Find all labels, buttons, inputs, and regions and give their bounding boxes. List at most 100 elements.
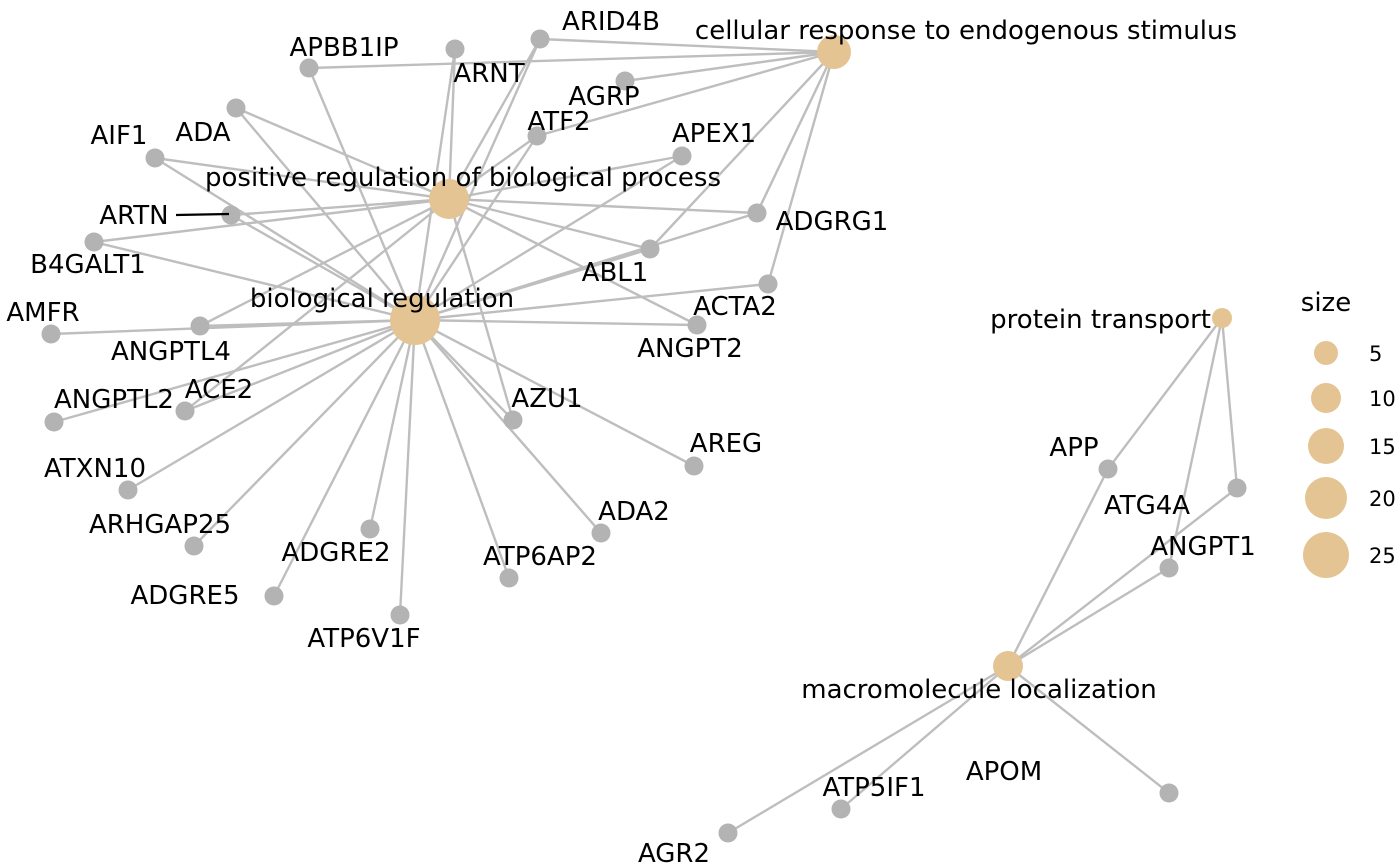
gene-node-abl1[interactable] <box>640 239 660 259</box>
edge-cres-arid4b <box>538 37 836 54</box>
legend-label-5: 5 <box>1369 342 1382 366</box>
edge-biol-atp6v1f <box>398 318 417 617</box>
gene-node-agrp[interactable] <box>615 71 635 91</box>
edge-biol-artn <box>229 213 417 322</box>
category-label-macromolecule-localization: macromolecule localization <box>801 675 1156 705</box>
gene-label-artn: ARTN <box>99 201 168 231</box>
edge-biol-aif1 <box>153 156 417 322</box>
edge-biol-b4galt1 <box>92 240 417 322</box>
gene-label-app: APP <box>1049 433 1098 463</box>
edge-biol-apbb1ip <box>307 66 417 322</box>
edge-mloc-agr2 <box>726 664 1010 835</box>
edge-biol-arid4b <box>413 37 542 322</box>
edge-prbp-apex1 <box>447 154 684 201</box>
edge-prbp-b4galt1 <box>92 197 451 244</box>
edge-biol-apex1 <box>413 154 684 322</box>
edge-prbp-azu1 <box>447 197 515 422</box>
gene-node-agr2[interactable] <box>718 823 738 843</box>
gene-node-atf2[interactable] <box>527 126 547 146</box>
gene-label-agrp: AGRP <box>568 82 639 112</box>
gene-node-amfr[interactable] <box>41 324 61 344</box>
gene-node-apbb1ip[interactable] <box>299 58 319 78</box>
gene-label-arid4b: ARID4B <box>562 7 660 37</box>
gene-label-adgrg1: ADGRG1 <box>776 207 889 237</box>
edge-mloc-atg4a <box>1006 486 1239 668</box>
gene-node-apex1[interactable] <box>672 146 692 166</box>
edge-ptra-app <box>1106 316 1224 471</box>
gene-node-acta2[interactable] <box>758 274 778 294</box>
legend-label-20: 20 <box>1369 487 1396 511</box>
edge-prbp-aif1 <box>153 156 451 201</box>
gene-node-atp5if1[interactable] <box>831 799 851 819</box>
edge-prbp-abl1 <box>447 197 652 251</box>
edge-biol-acta2 <box>413 282 770 322</box>
edge-biol-adgre2 <box>368 318 417 531</box>
edge-biol-angptl4 <box>198 318 417 328</box>
category-node-macromolecule-localization[interactable] <box>993 651 1023 681</box>
gene-label-atp6v1f: ATP6V1F <box>307 624 420 654</box>
gene-node-atp6ap2[interactable] <box>499 568 519 588</box>
gene-node-apom[interactable] <box>1159 783 1179 803</box>
gene-label-b4galt1: B4GALT1 <box>30 250 146 280</box>
gene-node-atg4a[interactable] <box>1227 478 1247 498</box>
edge-prbp-arid4b <box>447 37 542 201</box>
gene-label-angpt2: ANGPT2 <box>637 334 743 364</box>
gene-label-angptl4: ANGPTL4 <box>111 337 231 367</box>
gene-node-angptl4[interactable] <box>190 316 210 336</box>
gene-node-ace2[interactable] <box>175 401 195 421</box>
gene-node-adgre5[interactable] <box>264 586 284 606</box>
edge-prbp-angpt2 <box>447 197 699 327</box>
edge-cres-adgrg1 <box>755 50 836 215</box>
edge-mloc-angpt1 <box>1006 566 1171 668</box>
edge-biol-ace2 <box>183 318 417 413</box>
gene-node-arhgap25[interactable] <box>184 536 204 556</box>
category-node-positive-regulation-of-biological-process[interactable] <box>429 179 469 219</box>
gene-node-azu1[interactable] <box>503 410 523 430</box>
category-label-protein-transport: protein transport <box>990 305 1211 335</box>
gene-label-areg: AREG <box>690 429 762 459</box>
gene-node-app[interactable] <box>1098 459 1118 479</box>
gene-node-artn[interactable] <box>221 205 241 225</box>
gene-node-areg[interactable] <box>684 456 704 476</box>
edge-ptra-atg4a <box>1220 316 1239 490</box>
legend-label-15: 15 <box>1369 435 1396 459</box>
gene-label-acta2: ACTA2 <box>693 292 777 322</box>
gene-node-angptl2[interactable] <box>44 412 64 432</box>
category-node-protein-transport[interactable] <box>1212 308 1232 328</box>
network-edges <box>49 37 1239 835</box>
legend-key-25 <box>1303 532 1349 578</box>
legend-label-25: 25 <box>1369 544 1396 568</box>
gene-node-atxn10[interactable] <box>118 480 138 500</box>
gene-node-adgrg1[interactable] <box>747 203 767 223</box>
edge-mloc-apom <box>1006 664 1171 795</box>
gene-node-ada2[interactable] <box>591 523 611 543</box>
edge-cres-atf2 <box>535 50 836 138</box>
gene-node-adgre2[interactable] <box>360 519 380 539</box>
gene-node-aif1[interactable] <box>145 148 165 168</box>
gene-label-atg4a: ATG4A <box>1104 491 1190 521</box>
gene-node-arid4b[interactable] <box>530 29 550 49</box>
edge-prbp-arnt <box>447 47 457 201</box>
edge-biol-ada <box>234 106 417 322</box>
edge-biol-atf2 <box>413 134 539 322</box>
gene-label-ace2: ACE2 <box>185 375 253 405</box>
gene-node-b4galt1[interactable] <box>84 232 104 252</box>
category-node-biological-regulation[interactable] <box>390 295 440 345</box>
gene-node-angpt2[interactable] <box>687 315 707 335</box>
gene-node-angpt1[interactable] <box>1159 558 1179 578</box>
gene-node-atp6v1f[interactable] <box>390 605 410 625</box>
gene-node-ada[interactable] <box>226 98 246 118</box>
gene-label-atp5if1: ATP5IF1 <box>822 773 925 803</box>
gene-node-arnt[interactable] <box>445 39 465 59</box>
edge-cres-agrp <box>623 50 836 83</box>
category-node-cellular-response-to-endogenous-stimulus[interactable] <box>817 35 851 69</box>
edge-mloc-app <box>1006 467 1110 668</box>
gene-label-aif1: AIF1 <box>91 121 148 151</box>
gene-label-agr2: AGR2 <box>638 839 710 866</box>
edge-cres-acta2 <box>766 50 836 286</box>
edge-biol-atxn10 <box>126 318 417 492</box>
gene-label-atf2: ATF2 <box>527 107 590 137</box>
